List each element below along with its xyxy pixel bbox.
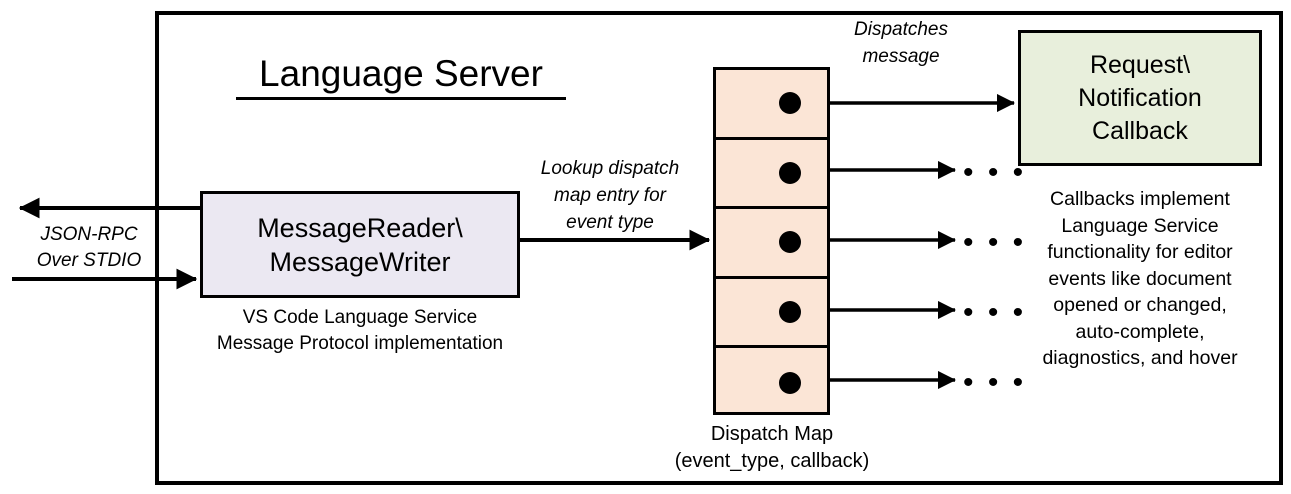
callback-box-text: Request\ Notification Callback — [1078, 49, 1202, 148]
dispatch-map-table[interactable] — [713, 67, 830, 415]
mrw-caption-line2: Message Protocol implementation — [216, 333, 504, 354]
callback-box-line1: Request\ — [1089, 50, 1191, 79]
dispatches-message-label: Dispatches message — [836, 16, 966, 70]
table-row[interactable] — [716, 140, 827, 210]
table-row[interactable] — [716, 209, 827, 279]
mrw-caption-line1: VS Code Language Service — [242, 307, 478, 328]
message-reader-writer-caption: VS Code Language Service Message Protoco… — [200, 305, 520, 357]
callback-dot-icon — [779, 372, 801, 395]
dispatches-label-line2: message — [862, 46, 940, 67]
dispatch-map-caption-line1: Dispatch Map — [710, 423, 834, 445]
ellipsis-row-5: • • • — [963, 366, 1027, 399]
ellipsis-row-4: • • • — [963, 296, 1027, 329]
message-writer-line: MessageWriter — [269, 246, 451, 277]
callback-box-line2: Notification — [1078, 83, 1202, 112]
callback-desc-line5: opened or changed, — [1053, 294, 1227, 316]
jsonrpc-protocol-label: JSON-RPC Over STDIO — [14, 222, 164, 274]
dispatch-map-caption-line2: (event_type, callback) — [674, 450, 870, 472]
message-reader-writer-box[interactable]: MessageReader\ MessageWriter — [200, 191, 520, 298]
callback-desc-line1: Callbacks implement — [1050, 188, 1230, 210]
message-reader-line: MessageReader\ — [257, 212, 463, 243]
callback-description: Callbacks implement Language Service fun… — [1010, 186, 1270, 372]
callback-desc-line7: diagnostics, and hover — [1042, 347, 1238, 369]
lookup-label-line1: Lookup dispatch — [540, 158, 680, 179]
table-row[interactable] — [716, 279, 827, 349]
callback-desc-line3: functionality for editor — [1047, 241, 1233, 263]
lookup-label-line2: map entry for — [554, 185, 666, 206]
callback-dot-icon — [779, 231, 801, 254]
lookup-label-line3: event type — [566, 212, 654, 233]
lookup-dispatch-label: Lookup dispatch map entry for event type — [515, 155, 705, 236]
request-notification-callback-box[interactable]: Request\ Notification Callback — [1018, 30, 1262, 166]
callback-dot-icon — [779, 301, 801, 324]
dispatch-map-caption: Dispatch Map (event_type, callback) — [655, 421, 889, 475]
callback-desc-line2: Language Service — [1061, 214, 1219, 237]
jsonrpc-label-line1: JSON-RPC — [40, 224, 138, 245]
jsonrpc-label-line2: Over STDIO — [36, 250, 142, 271]
page-title: Language Server — [236, 52, 566, 100]
callback-box-line3: Callback — [1092, 116, 1188, 145]
ellipsis-row-3: • • • — [963, 226, 1027, 259]
ellipsis-row-2: • • • — [963, 156, 1027, 189]
table-row[interactable] — [716, 348, 827, 418]
callback-desc-line6: auto-complete, — [1075, 320, 1205, 343]
language-server-boundary — [155, 11, 1283, 485]
callback-desc-line4: events like document — [1048, 267, 1232, 290]
callback-dot-icon — [779, 161, 801, 184]
table-row[interactable] — [716, 70, 827, 140]
dispatches-label-line1: Dispatches — [854, 19, 948, 40]
callback-dot-icon — [779, 92, 801, 115]
message-reader-writer-text: MessageReader\ MessageWriter — [257, 211, 463, 279]
